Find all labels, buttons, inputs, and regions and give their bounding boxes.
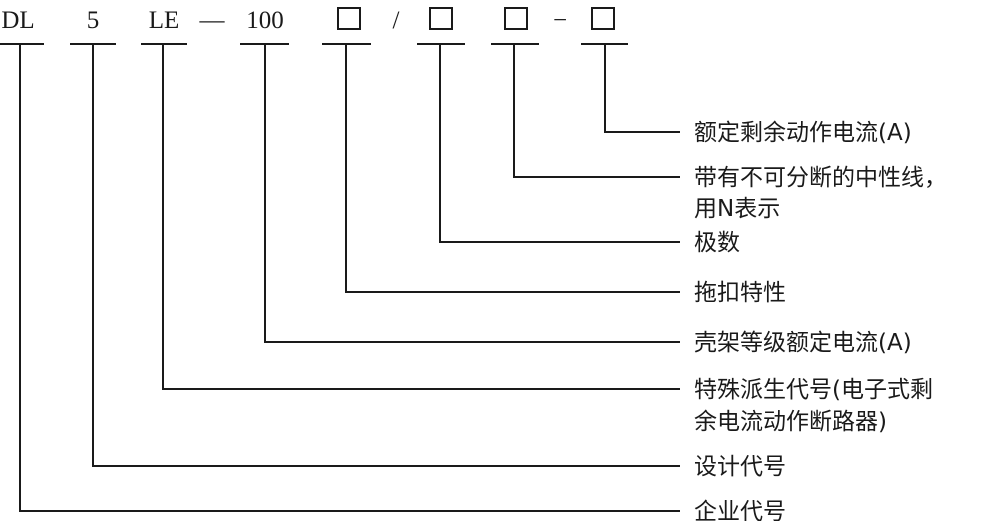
label-frame-rated-current: 壳架等级额定电流(A) — [694, 330, 912, 356]
leader-residual — [604, 44, 680, 133]
label-special-derivative-2: 余电流动作断路器) — [694, 409, 887, 435]
label-company-code: 企业代号 — [694, 499, 786, 521]
leader-company — [19, 44, 680, 512]
leader-derivative — [162, 44, 680, 390]
code-derivative: LE — [149, 7, 180, 34]
label-special-derivative-1: 特殊派生代号(电子式剩 — [694, 377, 933, 403]
placeholder-box-residual — [591, 7, 615, 30]
leader-design — [92, 44, 680, 467]
code-slash: / — [393, 7, 400, 34]
code-design: 5 — [87, 7, 100, 34]
placeholder-box-neutral — [504, 7, 528, 30]
label-rated-residual-current: 额定剩余动作电流(A) — [694, 120, 912, 146]
placeholder-box-trip — [337, 7, 361, 30]
code-frame: 100 — [246, 7, 284, 34]
leader-neutral — [513, 44, 680, 178]
placeholder-box-poles — [429, 7, 453, 30]
label-poles: 极数 — [694, 230, 740, 256]
label-neutral-line-2: 用N表示 — [694, 196, 780, 222]
label-trip-characteristic: 拖扣特性 — [694, 280, 786, 306]
code-company: DL — [1, 7, 34, 34]
code-dash-2: − — [553, 7, 567, 34]
code-dash-1: — — [199, 7, 226, 34]
leader-frame — [264, 44, 680, 343]
leader-poles — [439, 44, 680, 243]
label-neutral-line-1: 带有不可分断的中性线， — [694, 165, 947, 191]
leader-trip — [345, 44, 680, 293]
label-design-code: 设计代号 — [694, 454, 786, 480]
